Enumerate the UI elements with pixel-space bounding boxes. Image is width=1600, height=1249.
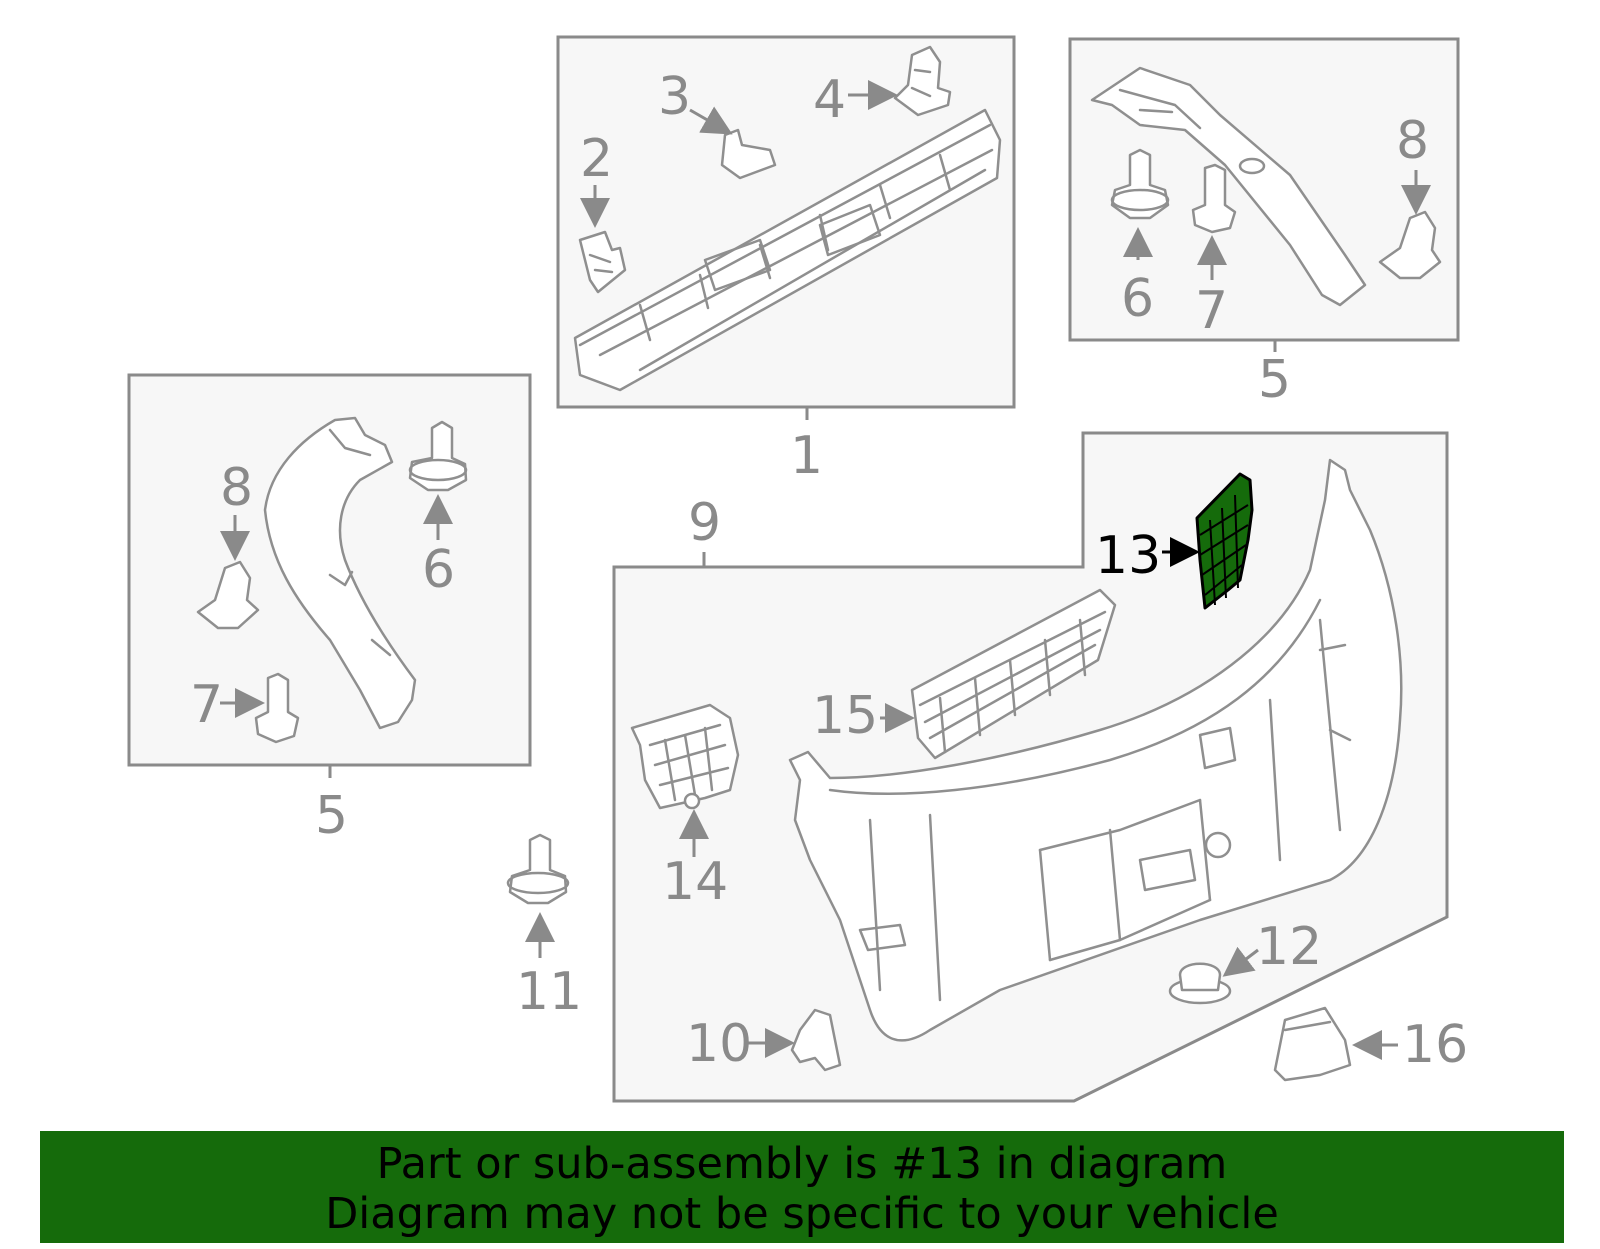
callout-12: 12 [1256, 917, 1322, 977]
callout-9: 9 [688, 493, 721, 553]
callout-1: 1 [790, 426, 823, 486]
callout-11: 11 [516, 962, 582, 1022]
callout-7-right: 7 [1195, 281, 1228, 341]
callout-16: 16 [1402, 1015, 1468, 1075]
panel-sill-plate [556, 35, 1016, 420]
callout-10: 10 [686, 1014, 752, 1074]
callout-14: 14 [662, 852, 728, 912]
callout-5-left: 5 [315, 786, 348, 846]
callout-13: 13 [1095, 526, 1161, 586]
panel-liftgate-trim [612, 431, 1449, 1103]
callout-4: 4 [813, 70, 846, 130]
part-16-cap [1273, 1006, 1398, 1082]
callout-6-right: 6 [1121, 269, 1154, 329]
banner-line-disclaimer: Diagram may not be specific to your vehi… [325, 1189, 1279, 1239]
callout-3: 3 [658, 67, 691, 127]
part-info-banner: Part or sub-assembly is #13 in diagram D… [40, 1131, 1564, 1243]
callout-7-left: 7 [190, 675, 223, 735]
part-11-clip [506, 833, 570, 958]
callout-2: 2 [580, 129, 613, 189]
callout-5-right: 5 [1258, 350, 1291, 410]
banner-line-part: Part or sub-assembly is #13 in diagram [376, 1139, 1228, 1189]
callout-6-left: 6 [422, 540, 455, 600]
panel-pillar-trim-left [127, 373, 532, 778]
callout-8-left: 8 [220, 458, 253, 518]
callout-15: 15 [812, 686, 878, 746]
callout-8-right: 8 [1396, 111, 1429, 171]
panel-pillar-trim-right [1068, 37, 1460, 352]
